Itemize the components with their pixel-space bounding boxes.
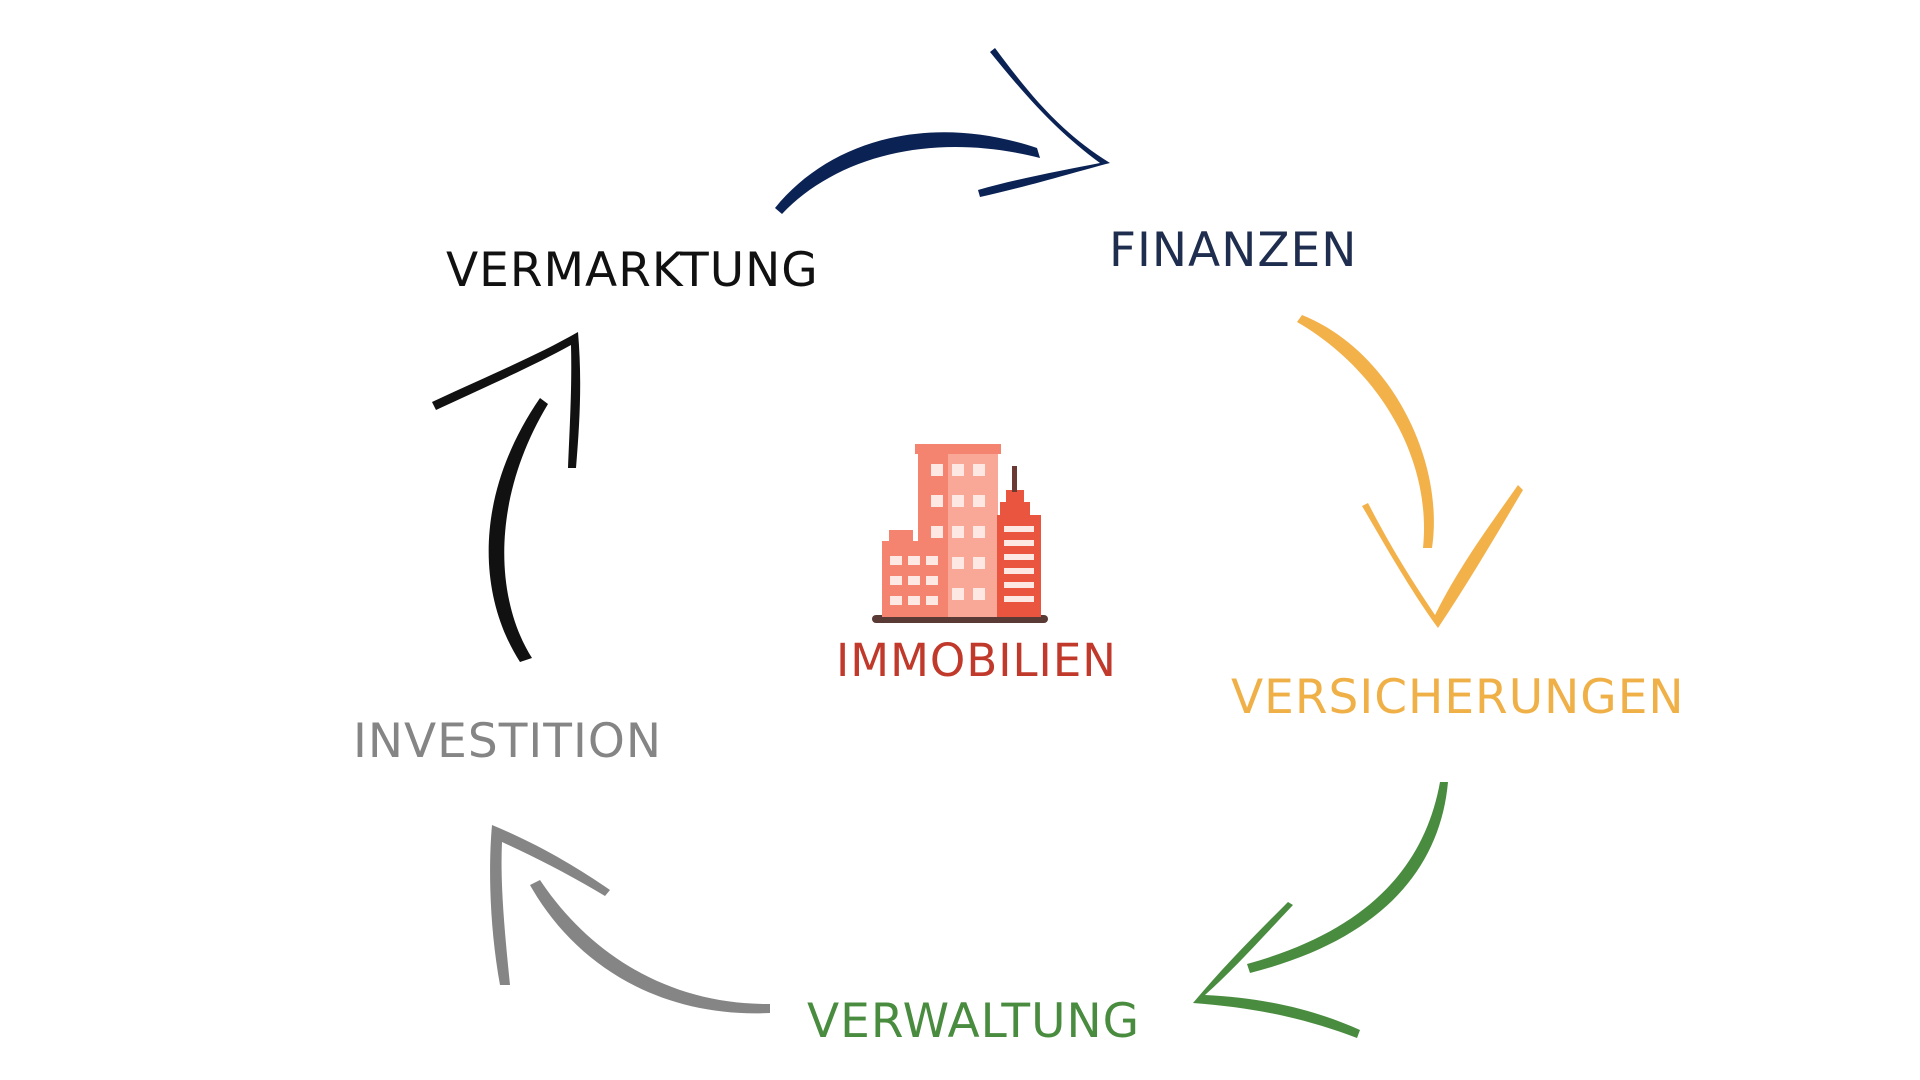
arrow-vermarktung-to-finanzen: [775, 48, 1110, 214]
arrow-head: [432, 332, 581, 468]
arrow-head: [490, 825, 610, 985]
building-icon: [872, 444, 1048, 623]
arrow-head: [1193, 902, 1360, 1038]
arrow-head: [978, 48, 1110, 197]
arrow-verwaltung-to-investition: [490, 825, 770, 1014]
stage-label-finanzen: FINANZEN: [1109, 223, 1358, 278]
stage-label-versicherungen: VERSICHERUNGEN: [1231, 670, 1685, 725]
arrow-versicherungen-to-verwaltung: [1193, 782, 1448, 1038]
arrow-finanzen-to-versicherungen: [1297, 315, 1523, 628]
stage-label-vermarktung: VERMARKTUNG: [446, 243, 819, 298]
stage-label-investition: INVESTITION: [353, 714, 662, 769]
arrow-investition-to-vermarktung: [432, 332, 581, 662]
center-label: IMMOBILIEN: [836, 634, 1117, 687]
stage-label-verwaltung: VERWALTUNG: [807, 994, 1141, 1049]
arrow-shaft: [530, 880, 770, 1014]
arrow-shaft: [775, 132, 1040, 214]
arrow-shaft: [1297, 315, 1434, 548]
arrow-shaft: [1247, 782, 1448, 973]
arrow-shaft: [488, 398, 548, 662]
arrow-head: [1362, 485, 1523, 628]
